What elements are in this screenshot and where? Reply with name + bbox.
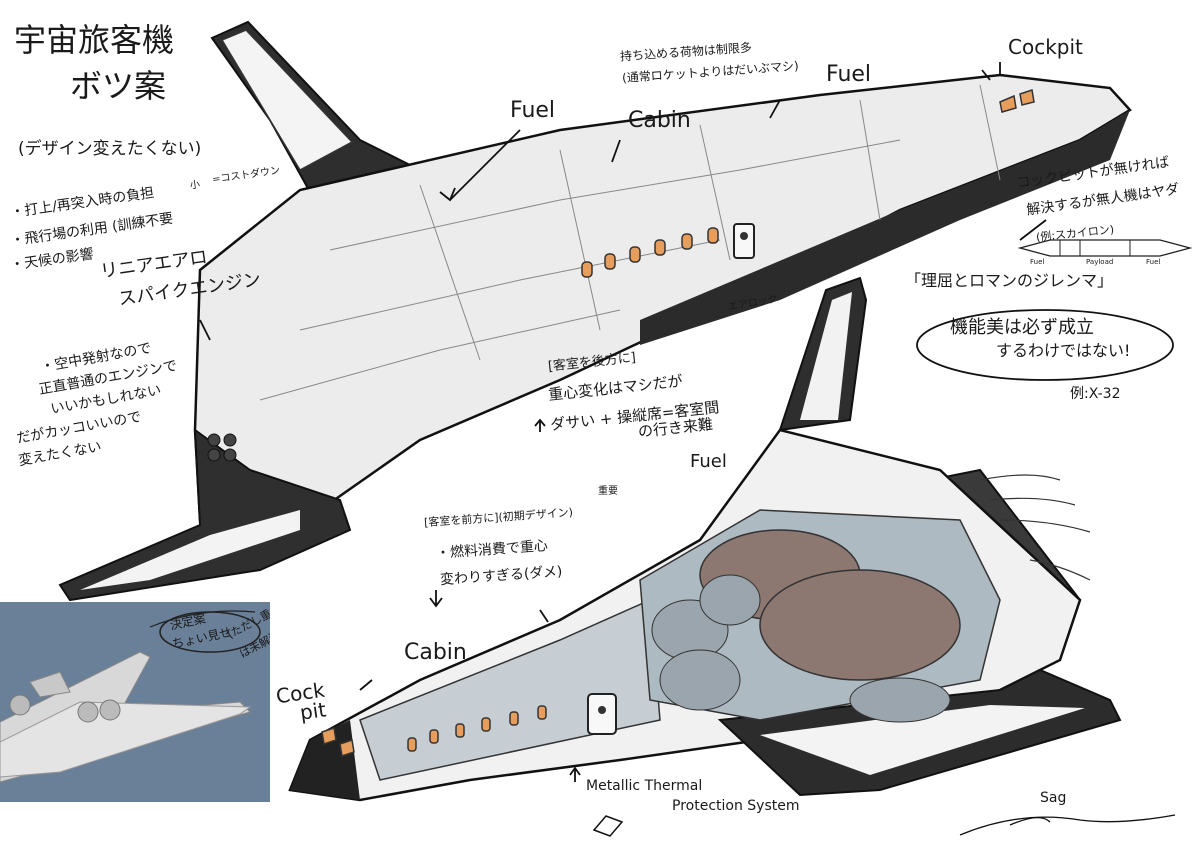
- skylon-label-fuel-1: Fuel: [1030, 258, 1045, 266]
- artist-signature: Sag: [1040, 790, 1067, 806]
- badge-small-1: 小: [189, 179, 201, 192]
- label-cabin-lower: Cabin: [404, 640, 467, 665]
- skylon-label-payload: Payload: [1086, 258, 1114, 266]
- page-subtitle: (デザイン変えたくない): [18, 139, 202, 159]
- note-beauty-line2: するわけではない!: [996, 341, 1131, 360]
- label-metallic-2: Protection System: [672, 798, 800, 814]
- badge-important: 重要: [598, 486, 618, 497]
- label-cockpit-upper: Cockpit: [1008, 35, 1083, 59]
- final-design-render: [0, 610, 261, 783]
- label-cabin-upper: Cabin: [628, 108, 691, 133]
- note-beauty-line1: 機能美は必ず成立: [950, 317, 1094, 338]
- skylon-label-fuel-2: Fuel: [1146, 258, 1161, 266]
- note-dilemma: 「理屈とロマンのジレンマ」: [905, 271, 1114, 290]
- label-metallic-1: Metallic Thermal: [586, 778, 703, 794]
- label-fuel-upper-left: Fuel: [510, 98, 556, 123]
- label-pit-lower: pit: [298, 697, 328, 725]
- note-x32: 例:X-32: [1070, 386, 1121, 402]
- page-title: 宇宙旅客機: [14, 21, 175, 59]
- label-fuel-upper-right: Fuel: [826, 62, 872, 87]
- final-design-inset: 決定案 ちょい見せ (ただし重心 は未解決): [0, 602, 270, 802]
- label-fuel-lower: Fuel: [690, 451, 727, 472]
- page-title-line2: ボツ案: [70, 67, 167, 105]
